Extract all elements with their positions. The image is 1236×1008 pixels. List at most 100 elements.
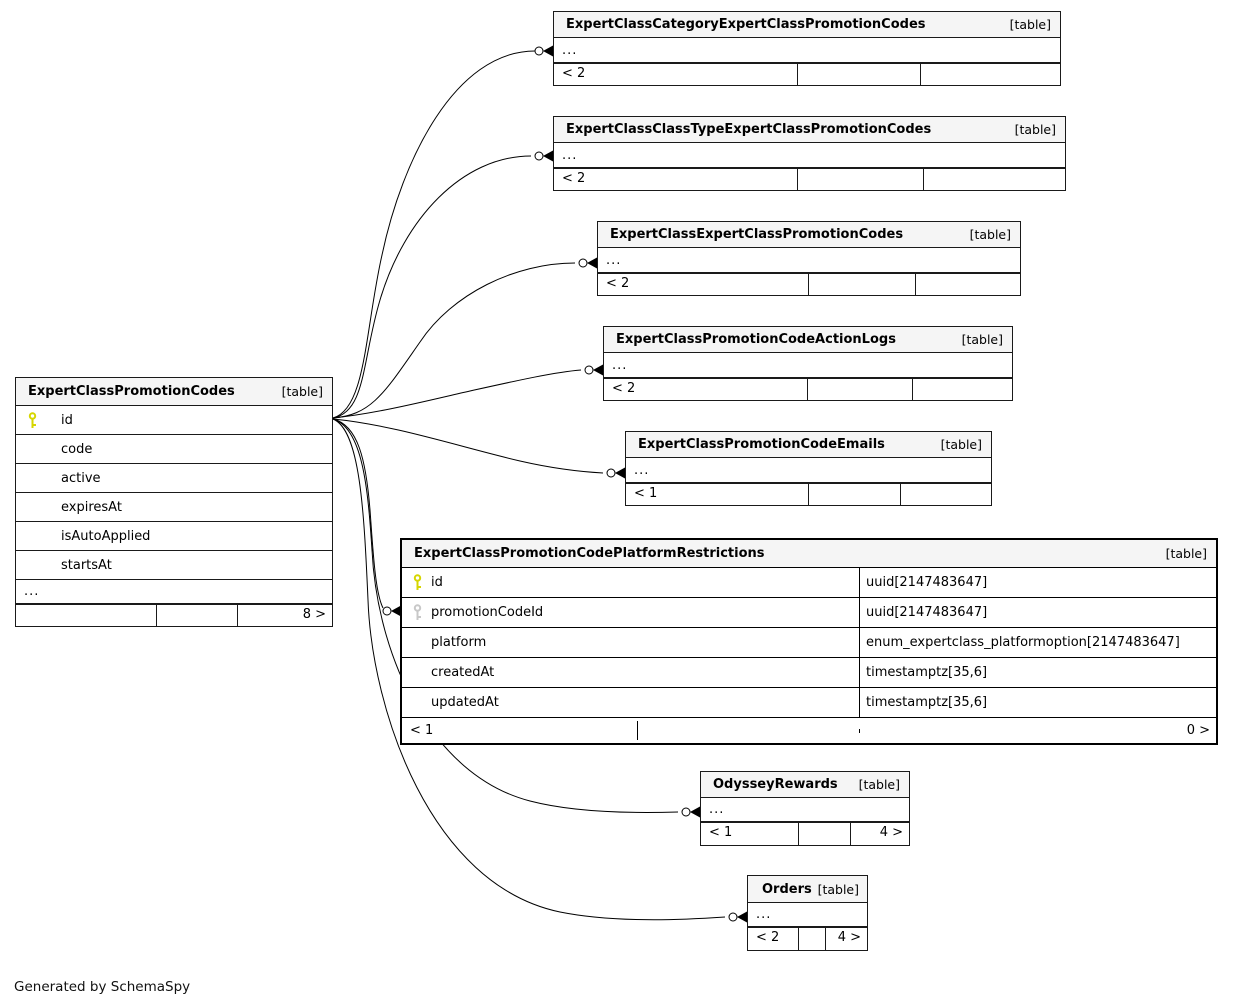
footer-cell	[901, 484, 991, 505]
table-title[interactable]: ExpertClassCategoryExpertClassPromotionC…	[566, 17, 926, 32]
column-row-createdat: createdAt timestamptz[35,6]	[402, 658, 1216, 688]
footer-cell	[798, 169, 924, 190]
table-footer: 8 >	[16, 604, 332, 626]
table-header[interactable]: Orders [table]	[748, 876, 867, 903]
table-title[interactable]: OdysseyRewards	[713, 777, 838, 792]
column-type: enum_expertclass_platformoption[21474836…	[866, 635, 1180, 650]
footer-cell	[809, 484, 901, 505]
column-row-id: id uuid[2147483647]	[402, 568, 1216, 598]
table-header[interactable]: ExpertClassClassTypeExpertClassPromotion…	[554, 117, 1065, 143]
footer-cell-parents: < 2	[604, 379, 808, 400]
columns-ellipsis: ...	[748, 903, 867, 927]
footer-cell	[921, 64, 1060, 85]
footer-cell-children: 4 >	[879, 825, 903, 840]
column-row-code: code	[16, 435, 332, 464]
table-title[interactable]: ExpertClassPromotionCodeEmails	[638, 437, 885, 452]
table-tag: [table]	[940, 437, 982, 452]
column-row-startsat: startsAt	[16, 551, 332, 580]
column-name: promotionCodeId	[431, 605, 544, 620]
table-header[interactable]: OdysseyRewards [table]	[701, 772, 909, 798]
table-tag: [table]	[1014, 122, 1056, 137]
columns-ellipsis: ...	[554, 38, 1060, 63]
table-header[interactable]: ExpertClassPromotionCodes [table]	[16, 378, 332, 406]
columns-ellipsis: ...	[701, 798, 909, 822]
footer-cell-parents: < 2	[554, 169, 798, 190]
footer-cell	[799, 928, 826, 950]
table-tag: [table]	[1009, 17, 1051, 32]
column-name: active	[61, 470, 101, 486]
connector-orders	[332, 418, 726, 921]
table-tag: [table]	[1165, 546, 1207, 561]
column-name: id	[61, 412, 73, 428]
table-expertclasscategoryexpertclasspromotioncodes: ExpertClassCategoryExpertClassPromotionC…	[553, 11, 1061, 86]
table-expertclassexpertclasspromotioncodes: ExpertClassExpertClassPromotionCodes [ta…	[597, 221, 1021, 296]
footer-cell	[913, 379, 1012, 400]
table-header[interactable]: ExpertClassExpertClassPromotionCodes [ta…	[598, 222, 1020, 248]
table-title[interactable]: Orders	[762, 881, 812, 897]
column-name: isAutoApplied	[61, 528, 151, 544]
column-row-id: id	[16, 406, 332, 435]
connector-actionlogs	[332, 369, 582, 419]
table-header[interactable]: ExpertClassCategoryExpertClassPromotionC…	[554, 12, 1060, 38]
footer-cell	[924, 169, 1065, 190]
footer-cell-parents: < 2	[598, 274, 809, 295]
column-type: uuid[2147483647]	[866, 575, 988, 590]
table-title[interactable]: ExpertClassPromotionCodes	[28, 384, 235, 399]
primary-key-icon	[27, 411, 47, 429]
columns-ellipsis: ...	[554, 143, 1065, 168]
column-type: timestamptz[35,6]	[866, 665, 988, 680]
table-expertclasspromotioncodes: ExpertClassPromotionCodes [table] id cod…	[15, 377, 333, 627]
column-name: createdAt	[431, 665, 495, 680]
table-header[interactable]: ExpertClassPromotionCodePlatformRestrict…	[402, 540, 1216, 568]
footer-cell	[638, 728, 860, 733]
columns-ellipsis: ...	[604, 353, 1012, 378]
table-header[interactable]: ExpertClassPromotionCodeActionLogs [tabl…	[604, 327, 1012, 353]
column-name: expiresAt	[61, 499, 122, 515]
table-header[interactable]: ExpertClassPromotionCodeEmails [table]	[626, 432, 991, 458]
table-footer: < 1 0 >	[402, 718, 1216, 743]
column-row-expiresat: expiresAt	[16, 493, 332, 522]
column-name: startsAt	[61, 557, 112, 573]
column-row-promotioncodeid: promotionCodeId uuid[2147483647]	[402, 598, 1216, 628]
table-expertclassclasstypeexpertclasspromotioncodes: ExpertClassClassTypeExpertClassPromotion…	[553, 116, 1066, 191]
generated-by-note: Generated by SchemaSpy	[14, 979, 191, 995]
connector-emails	[332, 418, 604, 474]
footer-cell	[809, 274, 916, 295]
connector-platformrestrictions	[332, 418, 384, 609]
primary-key-icon	[412, 574, 423, 595]
table-tag: [table]	[281, 384, 323, 399]
column-row-platform: platform enum_expertclass_platformoption…	[402, 628, 1216, 658]
foreign-key-icon	[412, 604, 423, 625]
footer-cell-parents: < 1	[626, 484, 809, 505]
column-row-updatedat: updatedAt timestamptz[35,6]	[402, 688, 1216, 718]
table-title[interactable]: ExpertClassPromotionCodePlatformRestrict…	[414, 546, 765, 561]
columns-ellipsis: ...	[626, 458, 991, 483]
connector-expertclass	[332, 262, 576, 419]
table-expertclasspromotioncodeactionlogs: ExpertClassPromotionCodeActionLogs [tabl…	[603, 326, 1013, 401]
connector-end-circles	[382, 46, 738, 922]
footer-cell	[799, 823, 851, 845]
table-footer: < 2	[604, 378, 1012, 400]
table-expertclasspromotioncodeplatformrestrictions: ExpertClassPromotionCodePlatformRestrict…	[400, 538, 1218, 745]
footer-cell-parents: < 2	[748, 928, 799, 950]
table-tag: [table]	[969, 227, 1011, 242]
footer-cell	[16, 605, 157, 626]
table-tag: [table]	[961, 332, 1003, 347]
footer-cell-parents: < 1	[701, 823, 799, 845]
table-footer: < 2	[598, 273, 1020, 295]
table-title[interactable]: ExpertClassExpertClassPromotionCodes	[610, 227, 904, 242]
footer-cell	[157, 605, 238, 626]
connector-end-arrows	[391, 45, 747, 923]
column-type: uuid[2147483647]	[866, 605, 988, 620]
columns-ellipsis: ...	[598, 248, 1020, 273]
table-expertclasspromotioncodeemails: ExpertClassPromotionCodeEmails [table] .…	[625, 431, 992, 506]
columns-ellipsis: ...	[16, 580, 332, 604]
table-tag: [table]	[817, 881, 859, 897]
table-title[interactable]: ExpertClassClassTypeExpertClassPromotion…	[566, 122, 932, 137]
table-title[interactable]: ExpertClassPromotionCodeActionLogs	[616, 332, 896, 347]
table-footer: < 2 4 >	[748, 927, 867, 950]
footer-cell-children: 0 >	[1186, 723, 1210, 738]
footer-cell-parents: < 2	[554, 64, 798, 85]
column-name: code	[61, 441, 93, 457]
